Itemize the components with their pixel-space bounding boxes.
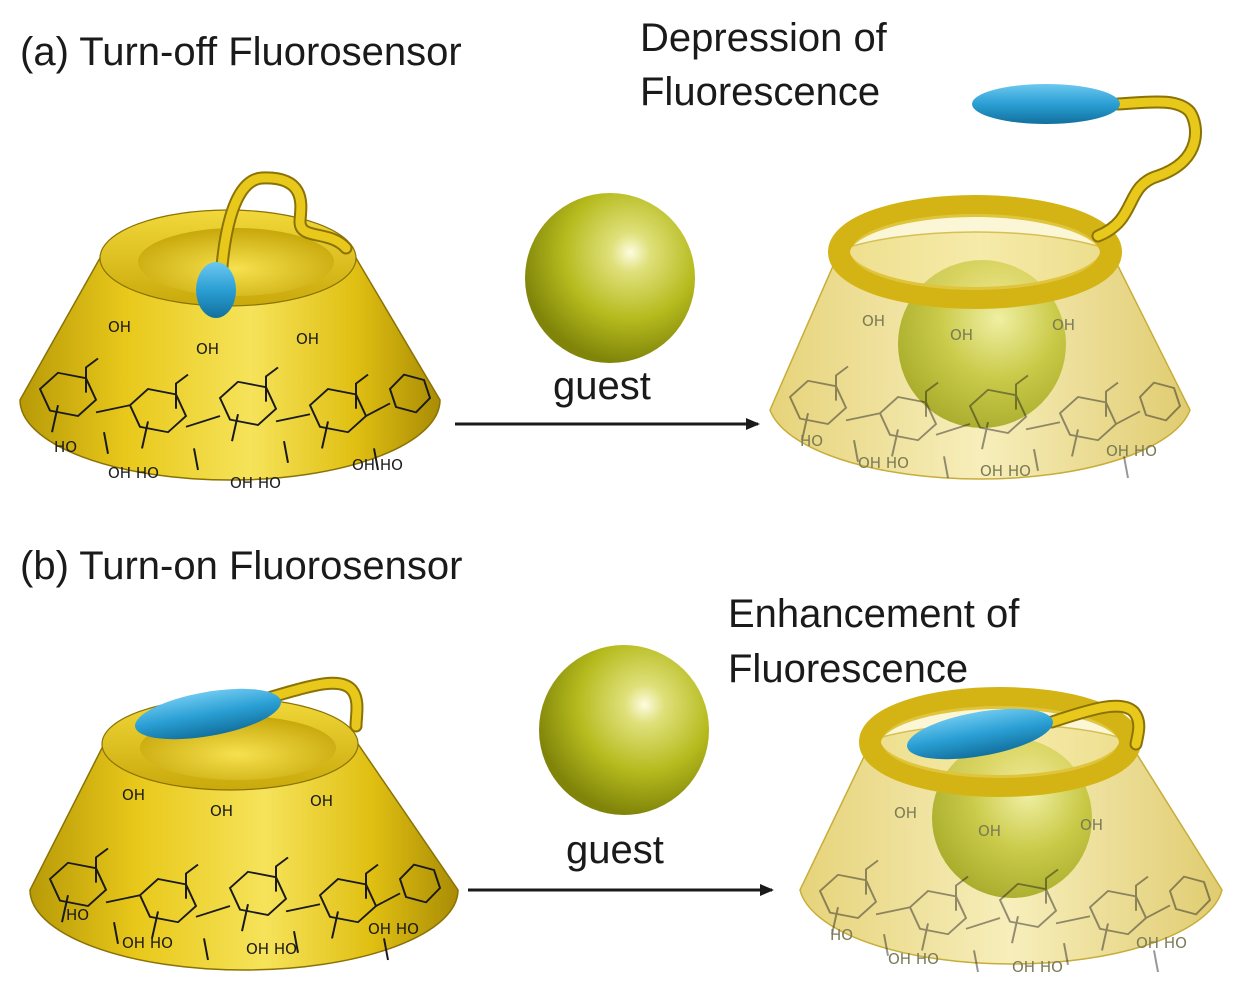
panel-a-effect-line1: Depression of — [640, 16, 887, 60]
chem-oh-label: OH HO — [980, 462, 1031, 480]
chem-oh-label: OH — [296, 330, 319, 348]
guest-sphere-icon — [539, 645, 709, 815]
cyclodextrin-host-b-right: OH OH OH HO OH HO OH HO OH HO — [799, 687, 1223, 976]
chem-oh-label: OH — [894, 804, 917, 822]
chem-ho-label: HO — [800, 432, 823, 450]
panel-a-effect-line2: Fluorescence — [640, 70, 881, 114]
chem-oh-label: OH HO — [352, 456, 403, 474]
chem-oh-label: OH — [1080, 816, 1103, 834]
chem-ho-label: HO — [66, 906, 89, 924]
chem-oh-label: OH HO — [368, 920, 419, 938]
chem-ho-label: HO — [54, 438, 77, 456]
chem-oh-label: OH HO — [1106, 442, 1157, 460]
panel-b-effect-line2: Fluorescence — [728, 647, 969, 691]
fluorophore-ellipsoid-icon — [135, 688, 281, 740]
chem-oh-label: OH — [196, 340, 219, 358]
chem-oh-label: OH — [122, 786, 145, 804]
cyclodextrin-host-a-right: OH OH OH HO OH HO OH HO OH HO — [769, 84, 1202, 480]
chem-oh-label: OH — [108, 318, 131, 336]
chem-oh-label: OH — [310, 792, 333, 810]
chem-oh-label: OH HO — [1136, 934, 1187, 952]
panel-a-arrow-label: guest — [553, 364, 651, 408]
chem-ho-label: HO — [830, 926, 853, 944]
panel-b-effect-line1: Enhancement of — [728, 592, 1020, 636]
fluorophore-ellipsoid-icon — [972, 84, 1120, 124]
fluorophore-ellipsoid-icon — [907, 708, 1053, 760]
chem-oh-label: OH — [950, 326, 973, 344]
chem-oh-label: OH HO — [888, 950, 939, 968]
chem-oh-label: OH — [862, 312, 885, 330]
guest-sphere-icon — [525, 193, 695, 363]
cyclodextrin-host-a-left: OH OH OH HO OH HO OH HO OH HO — [19, 171, 441, 492]
chem-oh-label: OH HO — [230, 474, 281, 492]
chem-oh-label: OH HO — [1012, 958, 1063, 976]
chem-oh-label: OH HO — [108, 464, 159, 482]
panel-b-title: (b) Turn-on Fluorosensor — [20, 544, 463, 588]
panel-b-arrow-label: guest — [566, 828, 664, 872]
chem-oh-label: OH — [210, 802, 233, 820]
panel-a-title: (a) Turn-off Fluorosensor — [20, 30, 462, 74]
chem-oh-label: OH HO — [246, 940, 297, 958]
chem-oh-label: OH — [1052, 316, 1075, 334]
cyclodextrin-host-b-left: OH OH OH HO OH HO OH HO OH HO — [29, 676, 459, 971]
chem-oh-label: OH HO — [122, 934, 173, 952]
fluorophore-ellipsoid-icon — [196, 262, 236, 318]
chem-oh-label: OH HO — [858, 454, 909, 472]
chem-oh-label: OH — [978, 822, 1001, 840]
